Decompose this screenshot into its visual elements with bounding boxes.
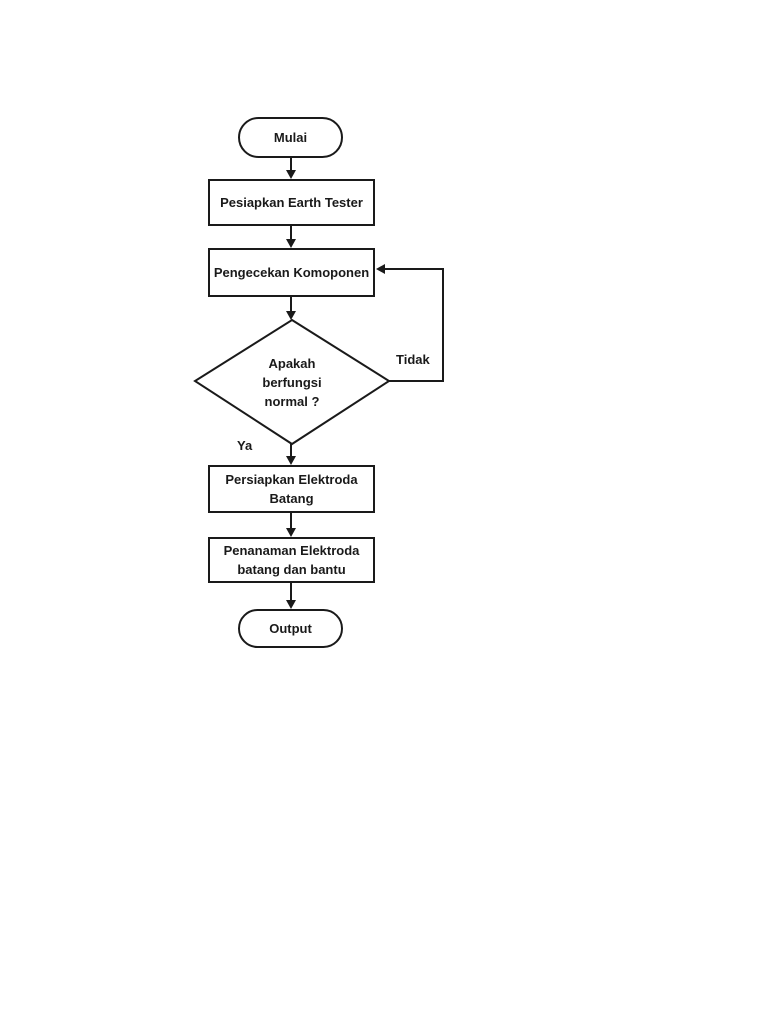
flow-node-check-component: Pengecekan Komoponen	[208, 248, 375, 297]
connector-check-to-decision	[290, 297, 292, 312]
connector-prepare-to-check	[290, 226, 292, 239]
arrowhead-down-icon	[286, 239, 296, 248]
decision-diamond-shape	[193, 318, 391, 446]
edge-label-yes: Ya	[237, 438, 253, 453]
connector-electrode-to-plant	[290, 513, 292, 529]
connector-start-to-prepare	[290, 158, 292, 171]
flow-node-start: Mulai	[238, 117, 343, 158]
connector-no-vertical	[442, 269, 444, 382]
edge-label-no: Tidak	[396, 352, 430, 367]
arrowhead-down-icon	[286, 600, 296, 609]
arrowhead-down-icon	[286, 456, 296, 465]
arrowhead-down-icon	[286, 528, 296, 537]
arrowhead-down-icon	[286, 170, 296, 179]
flow-node-output: Output	[238, 609, 343, 648]
flow-node-output-label: Output	[269, 621, 312, 636]
flow-node-prepare-tester-label: Pesiapkan Earth Tester	[220, 195, 363, 210]
flow-node-check-component-label: Pengecekan Komoponen	[213, 265, 370, 280]
connector-no-return	[385, 268, 444, 270]
arrowhead-down-icon	[286, 311, 296, 320]
arrowhead-left-icon	[376, 264, 385, 274]
connector-decision-to-electrode	[290, 444, 292, 457]
flow-node-prepare-tester: Pesiapkan Earth Tester	[208, 179, 375, 226]
flow-node-start-label: Mulai	[273, 130, 308, 145]
connector-no-horizontal	[388, 380, 444, 382]
connector-plant-to-output	[290, 583, 292, 601]
